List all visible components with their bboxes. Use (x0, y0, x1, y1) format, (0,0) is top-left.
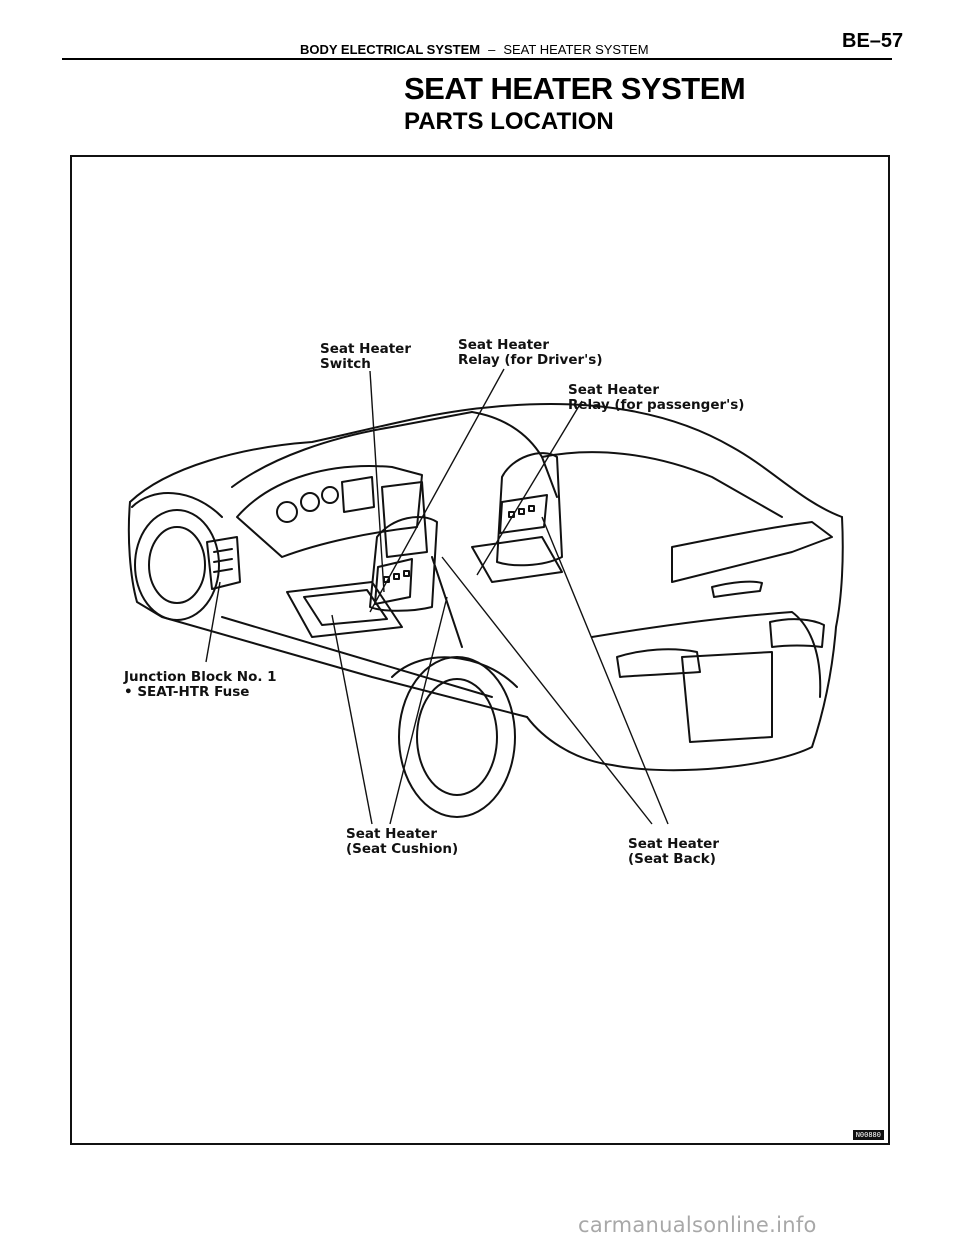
callout-line: Seat Heater (458, 337, 549, 353)
callout-line: • SEAT-HTR Fuse (124, 684, 250, 700)
callout-line: (Seat Cushion) (346, 841, 459, 857)
callout-line: Relay (for Driver's) (458, 352, 603, 368)
callout-seat-heater-switch: Seat Heater Switch (320, 342, 411, 372)
parts-location-figure: Seat Heater Switch Seat Heater Relay (fo… (70, 155, 890, 1145)
callout-line: Junction Block No. 1 (124, 669, 277, 685)
header-rule (62, 58, 892, 60)
figure-id-label: N00880 (852, 1130, 884, 1140)
callout-seat-back: Seat Heater (Seat Back) (628, 837, 719, 867)
callout-line: Seat Heater (346, 826, 437, 842)
callout-relay-driver: Seat Heater Relay (for Driver's) (458, 338, 603, 368)
callout-line: Seat Heater (628, 836, 719, 852)
callout-line: Relay (for passenger's) (568, 397, 745, 413)
watermark: carmanualsonline.info (578, 1213, 817, 1237)
page-subtitle: PARTS LOCATION (404, 108, 614, 135)
page-title: SEAT HEATER SYSTEM (404, 71, 746, 106)
callout-seat-cushion: Seat Heater (Seat Cushion) (346, 827, 458, 857)
callout-line: Switch (320, 356, 371, 372)
callout-line: Seat Heater (568, 382, 659, 398)
header-separator: – (488, 42, 496, 57)
callout-junction-block: Junction Block No. 1 • SEAT-HTR Fuse (124, 670, 277, 700)
running-head: BODY ELECTRICAL SYSTEM–SEAT HEATER SYSTE… (300, 42, 649, 57)
subsection-name: SEAT HEATER SYSTEM (503, 42, 649, 57)
section-name: BODY ELECTRICAL SYSTEM (300, 42, 481, 57)
callout-line: Seat Heater (320, 341, 411, 357)
callout-relay-passenger: Seat Heater Relay (for passenger's) (568, 383, 744, 413)
callout-line: (Seat Back) (628, 851, 716, 867)
car-illustration (127, 368, 844, 825)
page-number: BE–57 (842, 30, 904, 52)
